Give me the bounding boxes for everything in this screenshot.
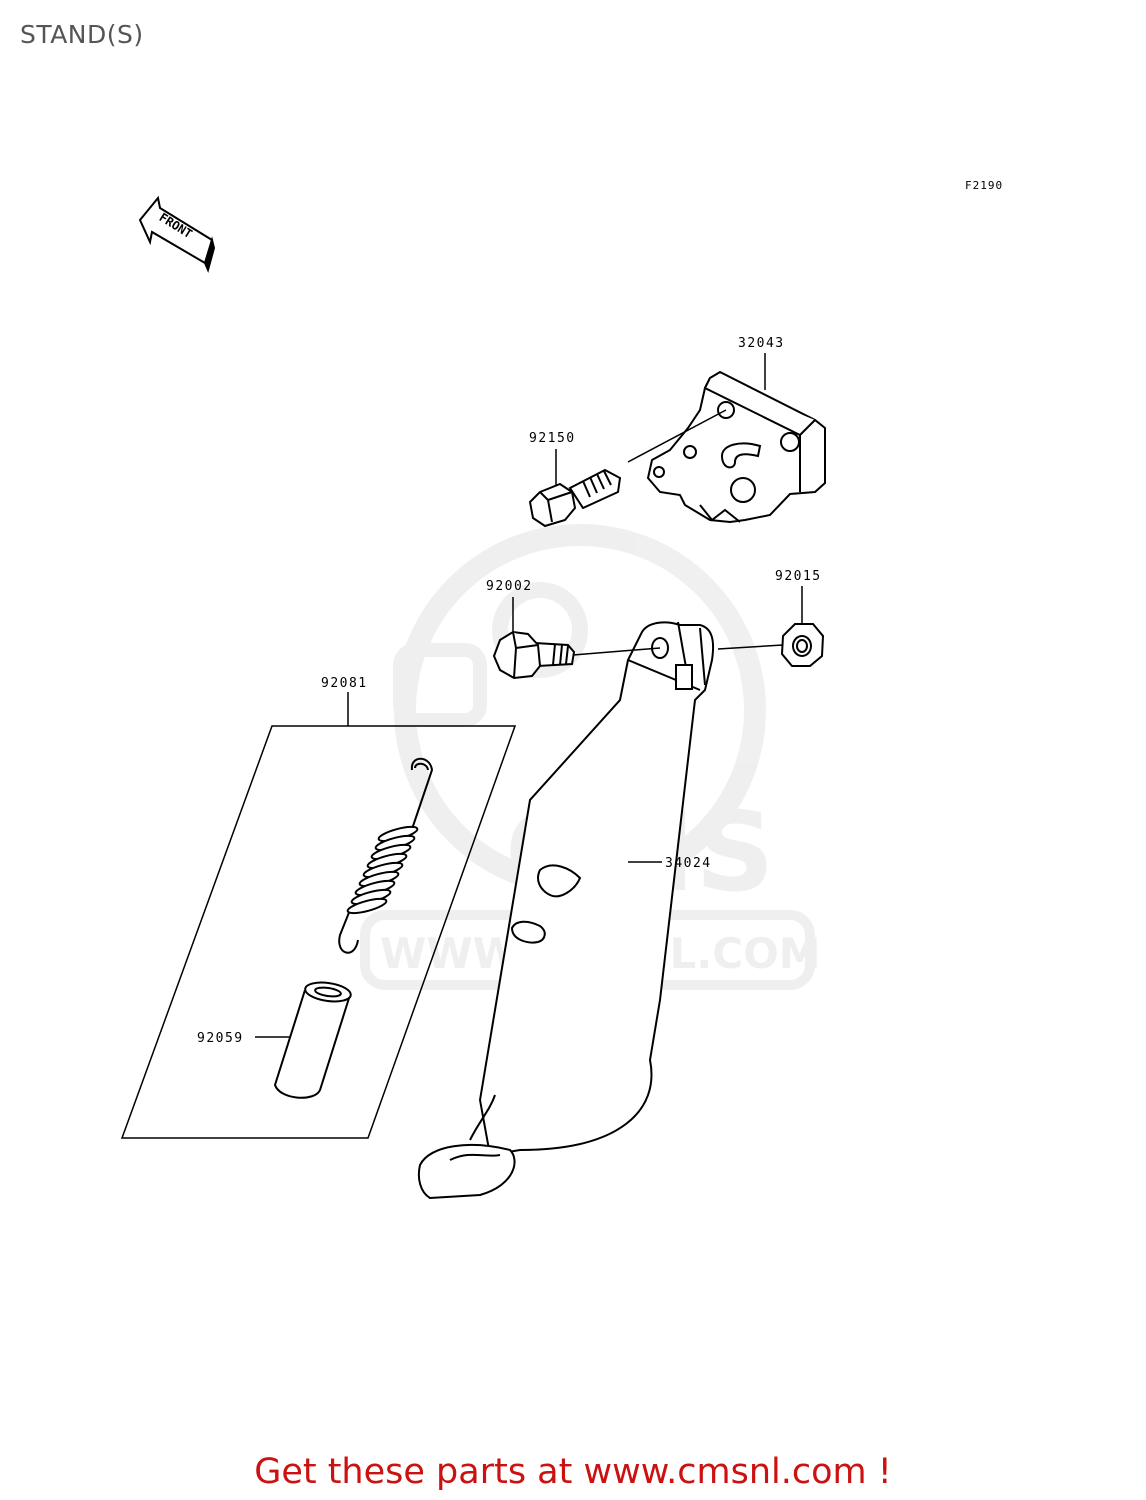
page-title: STAND(S) — [20, 20, 144, 49]
part-label-92150: 92150 — [529, 431, 576, 446]
bolt-92002 — [492, 630, 576, 680]
side-stand-34024 — [417, 621, 715, 1200]
leader-lines — [255, 353, 803, 1038]
kit-box-92081 — [120, 725, 517, 1139]
part-label-92015: 92015 — [775, 569, 822, 584]
figure-code: F2190 — [965, 179, 1004, 192]
nut-92015 — [780, 623, 825, 667]
spring — [338, 757, 434, 954]
part-label-92081: 92081 — [321, 676, 368, 691]
footer-link-text[interactable]: Get these parts at www.cmsnl.com ! — [254, 1452, 892, 1492]
part-label-92002: 92002 — [486, 579, 533, 594]
bracket-32043 — [646, 370, 826, 524]
bolt-92150 — [528, 468, 622, 528]
part-label-92059: 92059 — [197, 1031, 244, 1046]
part-label-34024: 34024 — [665, 856, 712, 871]
part-label-32043: 32043 — [738, 336, 785, 351]
collar-92059 — [273, 981, 352, 1099]
front-arrow-icon: FRONT — [138, 195, 216, 274]
